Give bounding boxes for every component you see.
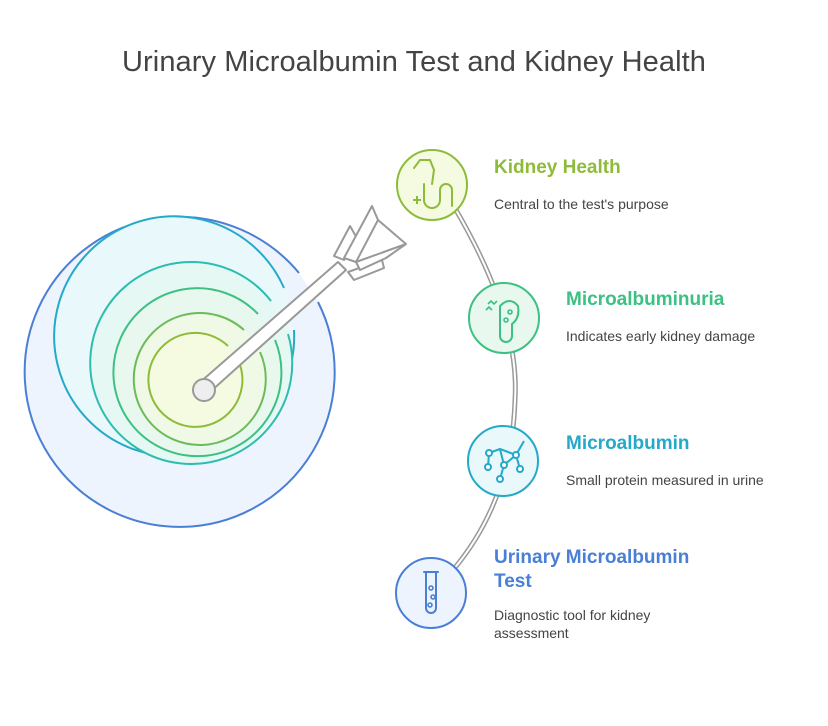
molecule-icon bbox=[467, 425, 539, 497]
test-tube-icon bbox=[395, 557, 467, 629]
item-desc-urinary-microalbumin-test: Diagnostic tool for kidney assessment bbox=[494, 607, 651, 641]
item-desc-kidney-health: Central to the test's purpose bbox=[494, 196, 669, 212]
target-bullseye bbox=[192, 378, 216, 402]
item-title-kidney-health: Kidney Health bbox=[494, 157, 621, 178]
target-ring-6 bbox=[147, 331, 244, 428]
page-title: Urinary Microalbumin Test and Kidney Hea… bbox=[121, 46, 707, 78]
item-title-urinary-microalbumin-test: Urinary Microalbumin Test bbox=[494, 547, 690, 592]
target-rings bbox=[23, 215, 336, 528]
microalbuminuria-icon bbox=[468, 282, 540, 354]
item-title-microalbuminuria: Microalbuminuria bbox=[566, 289, 725, 310]
item-desc-microalbuminuria: Indicates early kidney damage bbox=[566, 328, 756, 344]
item-desc-microalbumin: Small protein measured in urine bbox=[566, 472, 764, 488]
kidney-icon bbox=[396, 149, 468, 221]
arrow-icon bbox=[197, 205, 407, 393]
item-title-microalbumin: Microalbumin bbox=[566, 433, 690, 454]
